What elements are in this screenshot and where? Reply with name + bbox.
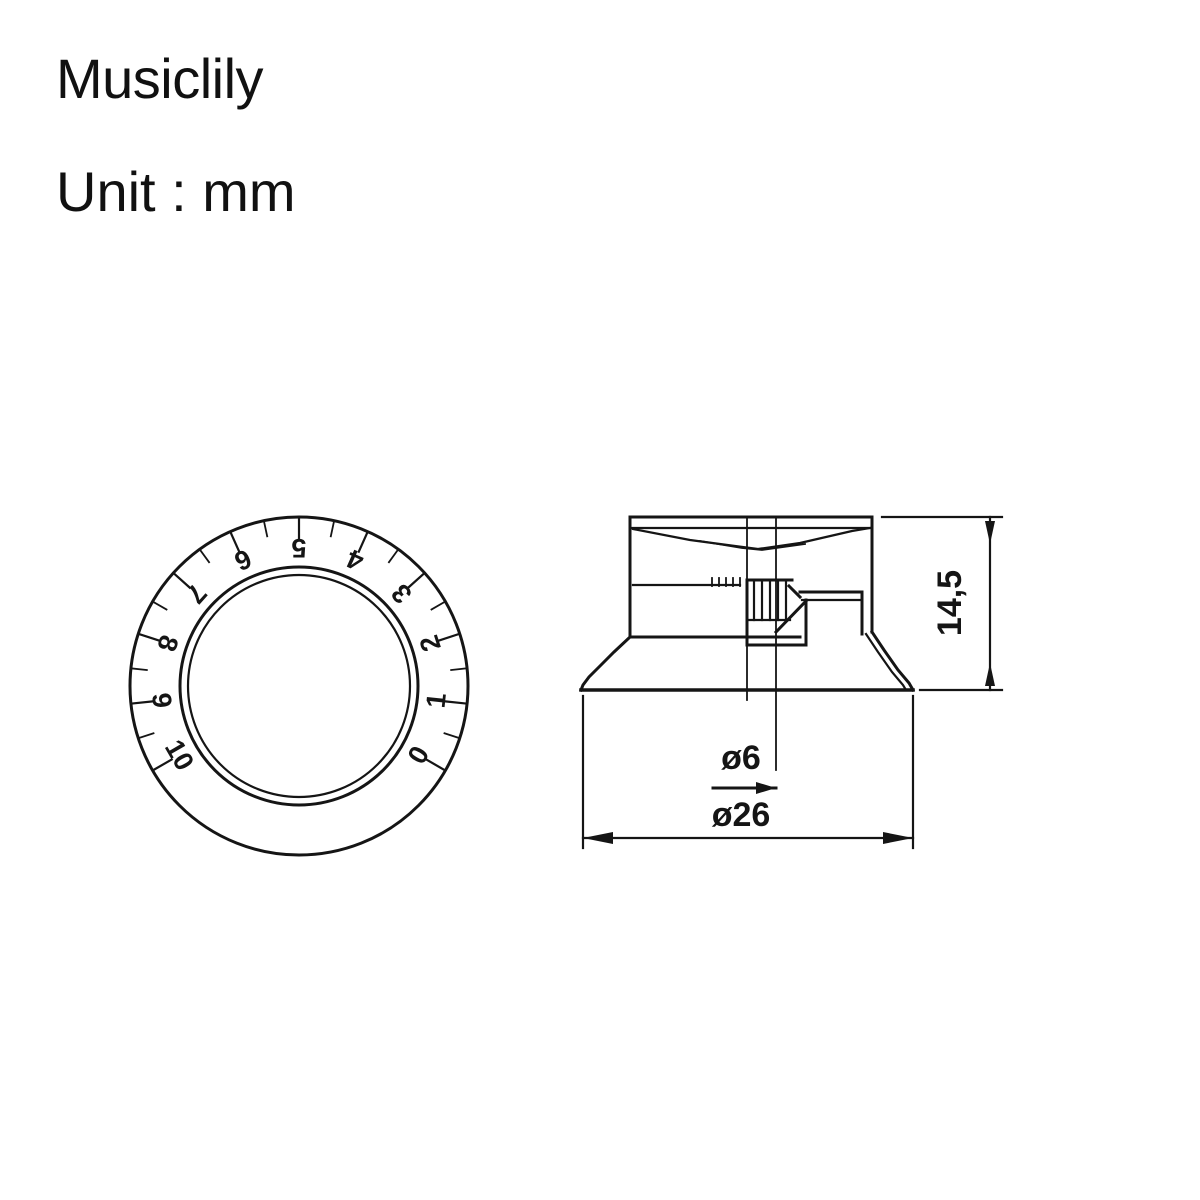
skirt-flare-left (579, 634, 633, 692)
dial-tick-minor (430, 601, 445, 611)
knob-top-dish-profile (631, 526, 872, 551)
side-view-group (579, 515, 916, 771)
dial-outer-rim (128, 515, 470, 857)
dial-tick-minor (263, 521, 269, 538)
skirt-flare-right-outer (869, 629, 916, 693)
skirt-dimension-label: ø26 (712, 796, 771, 834)
height-arrow-top (985, 521, 995, 544)
height-dimension-label: 14,5 (931, 570, 969, 636)
brand-title: Musiclily (56, 47, 264, 110)
dial-tick (424, 757, 446, 772)
dial-hub-inner-circle (186, 573, 412, 799)
dimension-bore-diameter: ø6 (711, 739, 778, 794)
dimension-height: 14,5 (880, 515, 1004, 692)
dial-tick (229, 531, 241, 554)
dial-tick-minor (153, 601, 168, 611)
dial-tick-minor (139, 732, 155, 739)
dial-tick-minor (199, 549, 211, 564)
dial-number-8: 8 (151, 632, 184, 656)
dial-tick (357, 531, 369, 554)
bore-chamfer-lower (773, 598, 809, 635)
skirt-arrow-right (883, 832, 913, 844)
dial-number-9: 9 (146, 691, 177, 709)
dial-tick (138, 633, 161, 642)
dial-tick-minor (450, 667, 467, 671)
dial-number-6: 6 (230, 543, 256, 577)
dial-tick (173, 572, 192, 590)
skirt-flare-right-inner (864, 632, 908, 692)
dimension-skirt-diameter: ø26 (581, 694, 915, 850)
skirt-arrow-left (583, 832, 613, 844)
dial-tick (443, 700, 467, 705)
dial-tick (406, 572, 425, 590)
bore-dimension-label: ø6 (721, 739, 761, 777)
dial-number-1: 1 (421, 691, 452, 709)
knob-top-dish-inner-line (698, 539, 807, 551)
dial-tick-minor (131, 667, 148, 671)
height-arrow-bottom (985, 663, 995, 686)
unit-label: Unit : mm (56, 160, 296, 223)
dial-tick (152, 757, 174, 772)
bore-dimension-arrow (756, 782, 776, 794)
dial-number-5: 5 (291, 533, 306, 563)
dial-tick (131, 700, 155, 705)
dial-hub-outer-circle (178, 565, 420, 807)
dial-tick-minor (329, 521, 335, 538)
dial-tick-minor (387, 549, 399, 564)
dial-number-0: 0 (402, 741, 435, 769)
dial-tick-minor (443, 732, 459, 739)
dial-tick (437, 633, 460, 642)
dial-number-2: 2 (414, 632, 447, 656)
bore-chamfer-upper (786, 583, 803, 600)
dial-number-4: 4 (342, 543, 368, 577)
